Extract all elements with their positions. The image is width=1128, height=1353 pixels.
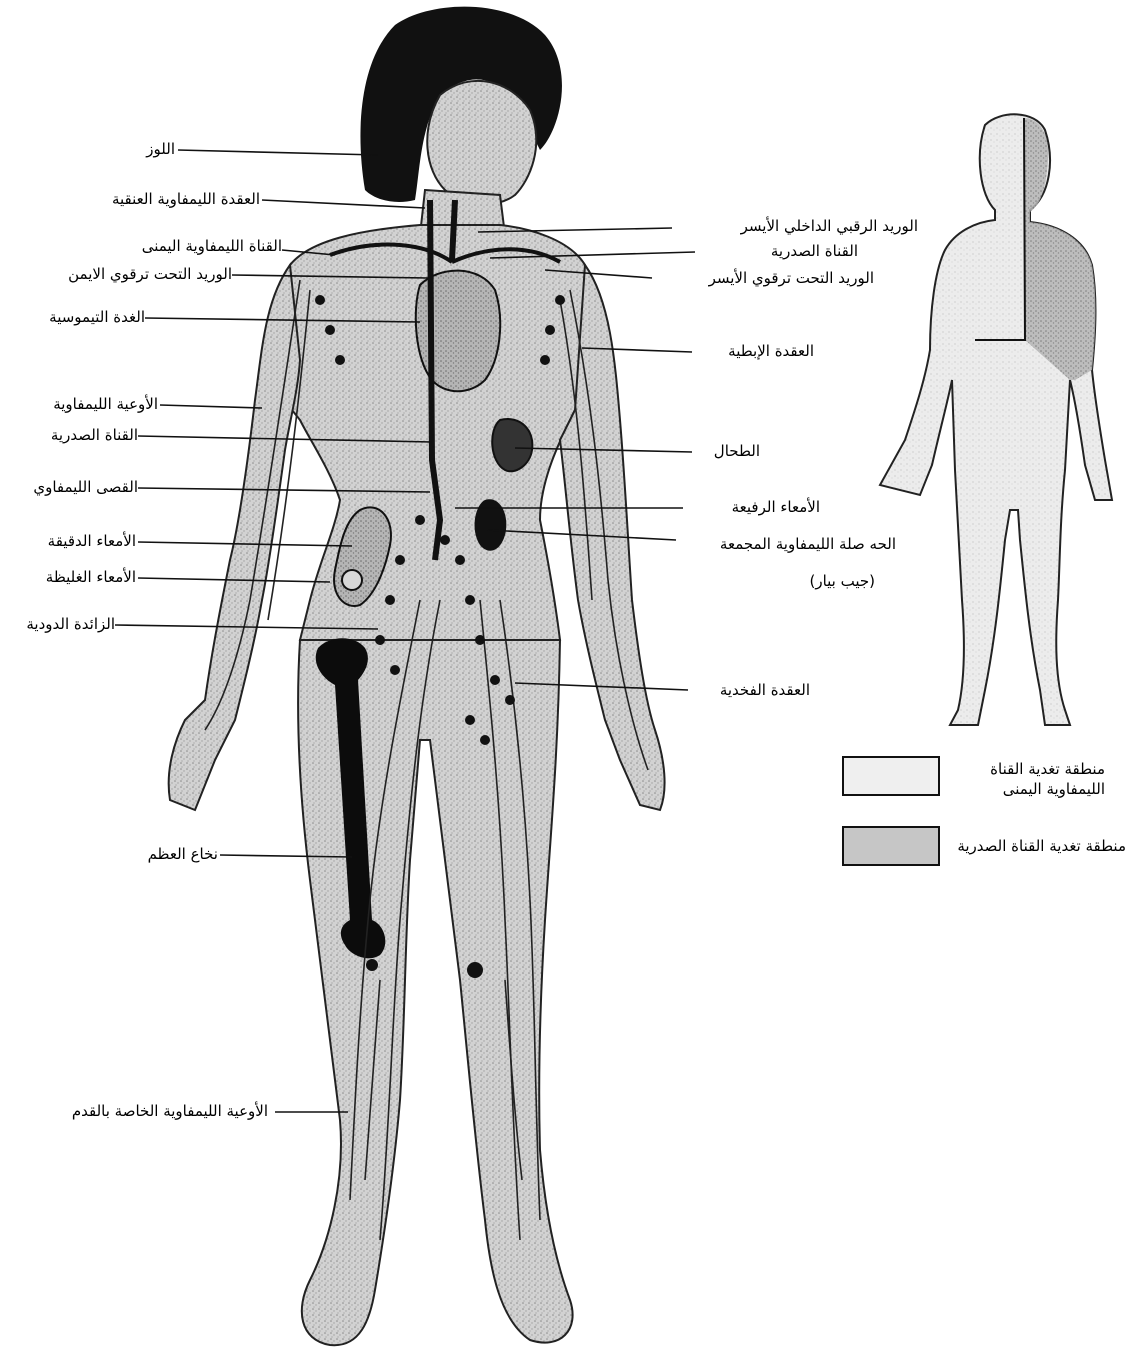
label-inguinal-node: العقدة الفخدية (692, 682, 810, 699)
label-lymph-vessels: الأوعية الليمفاوية (0, 396, 158, 413)
label-left-subclavian-vein: الوريد التحت ترقوي الأيسر (652, 270, 874, 287)
label-spleen: الطحال (698, 443, 760, 460)
label-appendix: الزائدة الدودية (0, 616, 115, 633)
label-small-bowel: الأمعاء الرفيعة (686, 499, 820, 516)
legend-swatch-thoracic-duct (842, 826, 940, 866)
label-peyer-patch: (جيب بيار) (770, 573, 875, 590)
small-figure (880, 114, 1112, 725)
label-foot-lymph-vessels: الأوعية الليمفاوية الخاصة بالقدم (0, 1103, 268, 1120)
label-thymus: الغدة التيموسية (0, 309, 145, 326)
label-right-subclavian-vein: الوريد التحت ترقوي الايمن (0, 266, 232, 283)
label-bone-marrow: نخاع العظم (60, 846, 218, 863)
label-cervical-node: العقدة الليمفاوية العنقية (40, 191, 260, 208)
label-large-intestine: الأمعاء الغليظة (0, 569, 136, 586)
label-cisterna-chyli: القصى الليمفاوي (0, 479, 138, 496)
label-tonsils: اللوز (60, 141, 175, 158)
legend-right-duct-line1: منطقة تغدية القناة (935, 759, 1105, 779)
legend-right-duct-line2: الليمفاوية اليمنى (935, 779, 1105, 799)
label-thoracic-duct-right: القناة الصدرية (698, 243, 858, 260)
label-axillary-node: العقدة الإبطية (696, 343, 814, 360)
label-left-internal-jugular: الوريد الرقبي الداخلي الأيسر (678, 218, 918, 235)
legend-thoracic-duct: منطقة تغدية القناة الصدرية (928, 836, 1126, 856)
label-small-intestine: الأمعاء الدقيقة (0, 533, 136, 550)
legend-swatch-right-duct (842, 756, 940, 796)
label-aggregated-lymph-nodules: الحه صلة الليمفاوية المجمعة (676, 536, 896, 553)
label-thoracic-duct: القناة الصدرية (0, 427, 138, 444)
label-right-lymph-duct: القناة الليمفاوية اليمنى (60, 238, 282, 255)
